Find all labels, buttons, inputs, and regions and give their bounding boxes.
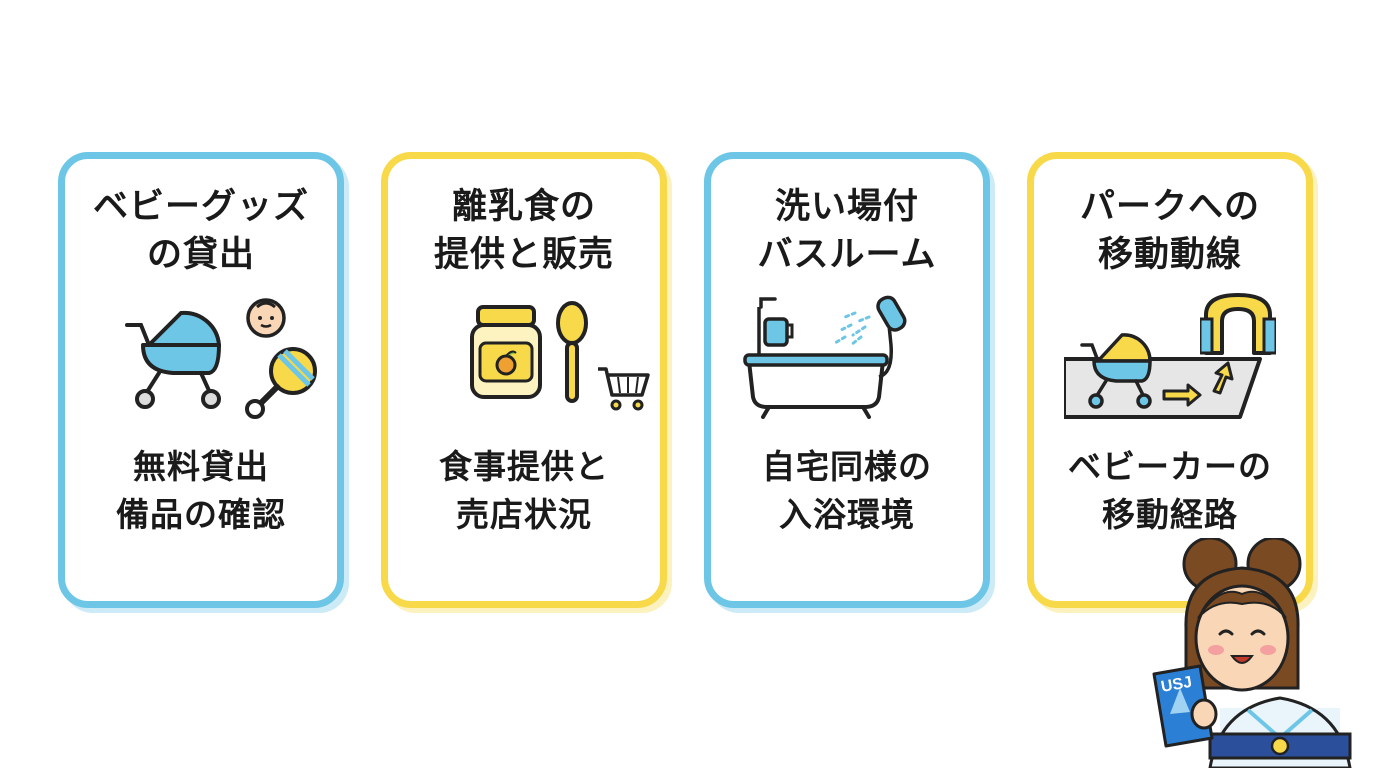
rattle-icon [245, 347, 317, 419]
card-description: 無料貸出 備品の確認 [65, 443, 337, 539]
card-description: ベビーカーの 移動経路 [1034, 443, 1306, 539]
card-title-line: バスルーム [757, 235, 937, 275]
card-title-line: 提供と販売 [433, 235, 614, 275]
mascot-character: USJ [1152, 538, 1352, 768]
stroller-icon [1080, 333, 1152, 409]
baby-food-jar-icon [470, 305, 542, 399]
card-title-line: の貸出 [146, 235, 255, 275]
card-title-line: ベビーグッズ [92, 187, 309, 227]
park-gate-icon [1200, 293, 1276, 355]
card-park-route: パークへの 移動動線 ベビーカーの 移動経路 [1027, 152, 1313, 608]
card-description: 食事提供と 売店状況 [388, 443, 660, 539]
icon-group [85, 295, 325, 419]
card-title: 離乳食の 提供と販売 [388, 183, 660, 279]
card-description-line: ベビーカーの [1068, 447, 1272, 486]
card-description-line: 移動経路 [1102, 495, 1238, 534]
card-description-line: 無料貸出 [133, 447, 269, 486]
card-title-line: 移動動線 [1097, 235, 1242, 275]
card-description-line: 入浴環境 [779, 495, 915, 534]
bathtub-icon [743, 295, 907, 419]
card-description-line: 食事提供と [439, 447, 609, 486]
card-bathroom: 洗い場付 バスルーム 自宅同様の 入浴環境 [704, 152, 990, 608]
icon-group [408, 295, 650, 419]
card-title: ベビーグッズ の貸出 [65, 183, 337, 279]
card-baby-goods: ベビーグッズ の貸出 無料貸出 備品の確認 [58, 152, 344, 608]
spoon-icon [556, 301, 588, 403]
card-description-line: 売店状況 [456, 495, 592, 534]
cup-icon [763, 317, 794, 347]
card-title-line: パークへの [1079, 187, 1260, 227]
icon-group [731, 295, 971, 419]
card-title-line: 離乳食の [451, 187, 596, 227]
guidebook-label: USJ [1160, 674, 1194, 696]
card-title: 洗い場付 バスルーム [711, 183, 983, 279]
card-baby-food: 離乳食の 提供と販売 食事提供と 売店状況 [381, 152, 667, 608]
shopping-cart-icon [598, 367, 650, 411]
card-title: パークへの 移動動線 [1034, 183, 1306, 279]
stroller-icon [125, 310, 221, 409]
card-description: 自宅同様の 入浴環境 [711, 443, 983, 539]
card-description-line: 自宅同様の [762, 447, 932, 486]
baby-face-icon [246, 298, 286, 338]
icon-group [1054, 293, 1294, 419]
card-title-line: 洗い場付 [774, 187, 919, 227]
card-description-line: 備品の確認 [116, 495, 286, 534]
